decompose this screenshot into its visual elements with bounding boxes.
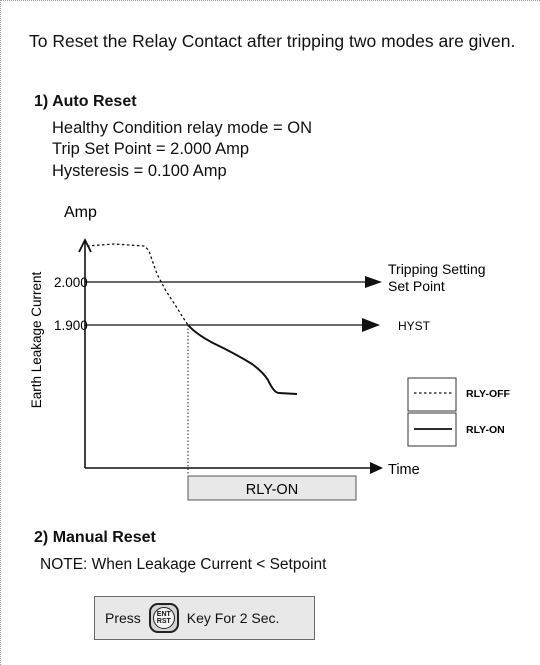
x-axis-label: Time	[388, 462, 420, 478]
healthy-condition-line: Healthy Condition relay mode = ON	[52, 119, 313, 137]
key-top-label: ENT	[156, 611, 171, 618]
press-key-box: Press ENT RST Key For 2 Sec.	[94, 596, 315, 640]
ent-rst-key-face: ENT RST	[152, 607, 175, 629]
trip-label-line1: Tripping Setting	[388, 261, 486, 277]
manual-reset-number: 2)	[34, 529, 49, 546]
auto-reset-number: 1)	[34, 93, 49, 110]
x-axis-arrow	[370, 462, 383, 474]
manual-reset-note: NOTE: When Leakage Current < Setpoint	[40, 556, 327, 573]
ent-rst-key-icon: ENT RST	[148, 603, 179, 633]
legend-label-on: RLY-ON	[466, 424, 505, 436]
key-bottom-label: RST	[156, 618, 171, 625]
legend-label-off: RLY-OFF	[466, 388, 511, 400]
intro-text: To Reset the Relay Contact after trippin…	[29, 31, 516, 51]
trip-arrow-head	[365, 276, 382, 288]
trip-label-line2: Set Point	[388, 278, 445, 294]
legend: RLY-OFF RLY-ON	[407, 377, 511, 447]
auto-reset-title: Auto Reset	[52, 93, 137, 110]
manual-reset-title: Manual Reset	[52, 529, 156, 546]
y-axis-label: Earth Leakage Current	[29, 271, 44, 408]
y-axis-arrow	[78, 237, 92, 253]
key-duration-label: Key For 2 Sec.	[186, 610, 280, 626]
hyst-value-label: 1.900	[54, 318, 88, 333]
trip-value-label: 2.000	[54, 275, 88, 290]
relay-state-label: RLY-ON	[246, 482, 298, 498]
auto-reset-heading: 1) Auto Reset	[34, 93, 137, 111]
press-label: Press	[105, 610, 141, 626]
legend-swatch-box-off	[407, 377, 457, 412]
relay-state-box	[187, 475, 357, 501]
hyst-label: HYST	[398, 319, 431, 333]
y-unit-label: Amp	[64, 204, 97, 221]
hyst-arrow-head	[362, 318, 380, 332]
hysteresis-line: Hysteresis = 0.100 Amp	[52, 162, 227, 180]
relay-on-curve	[187, 324, 298, 395]
trip-set-point-line: Trip Set Point = 2.000 Amp	[52, 140, 250, 158]
relay-off-curve	[86, 243, 189, 326]
manual-reset-heading: 2) Manual Reset	[34, 529, 156, 547]
